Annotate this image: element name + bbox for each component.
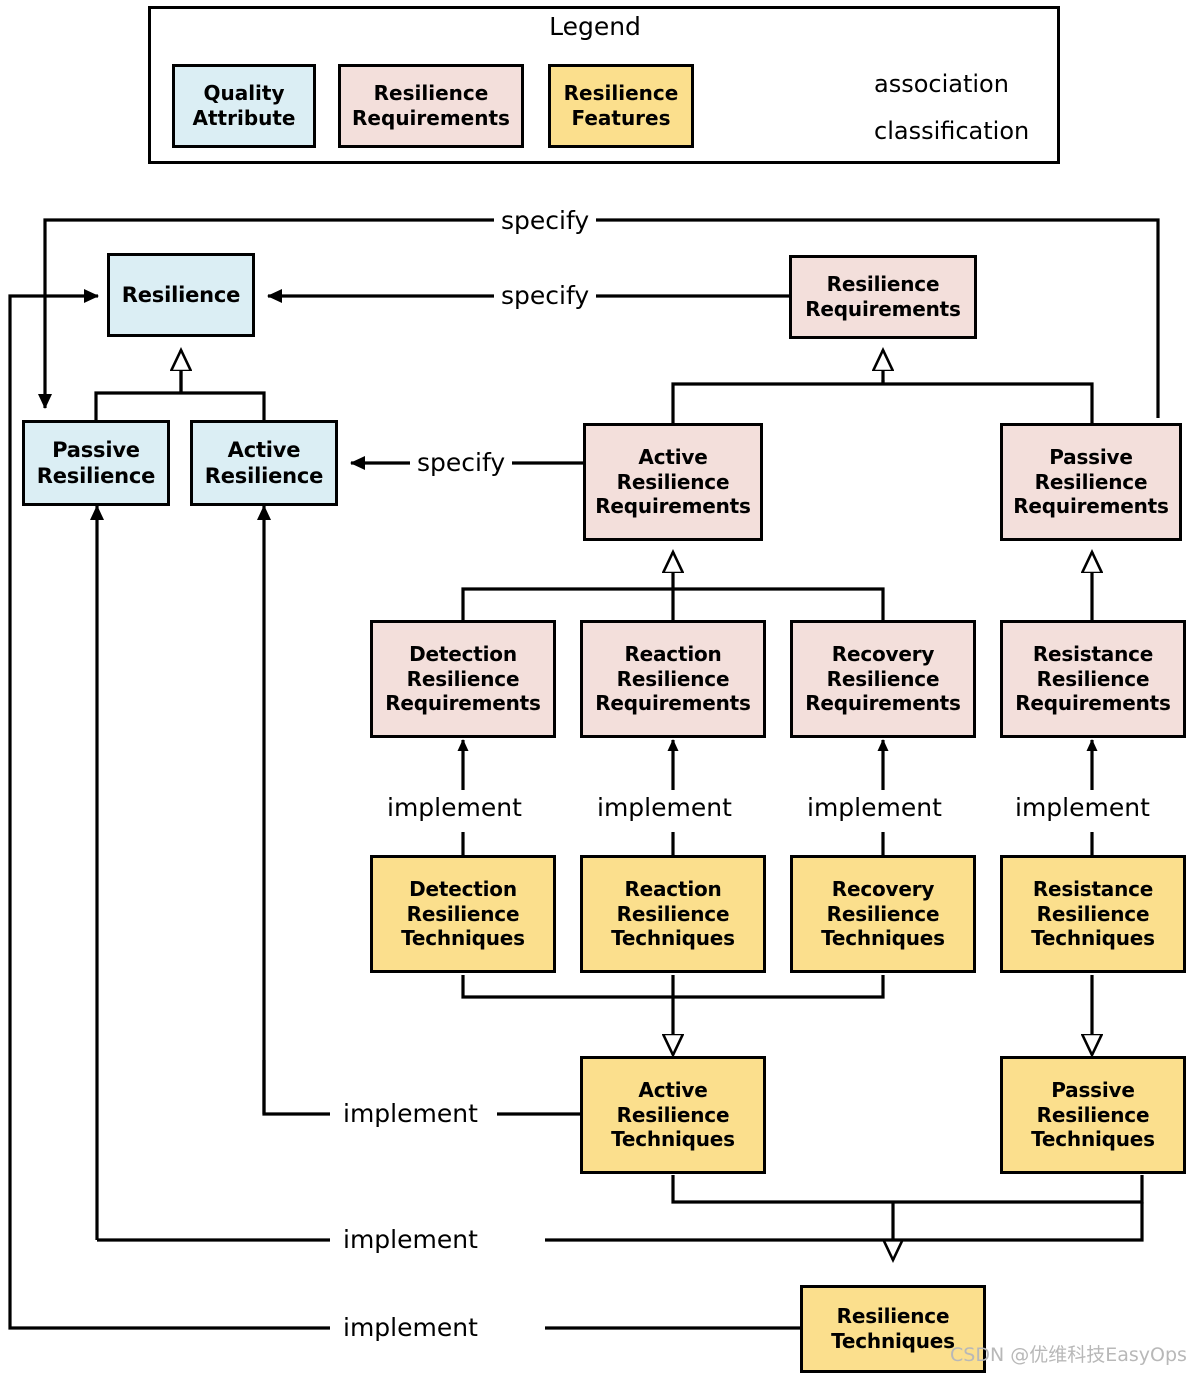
node-resistance-resilience-techniques-line-1: Resilience (1036, 901, 1150, 926)
node-active-resilience-techniques-line-0: Active (638, 1077, 708, 1102)
node-active-resilience-techniques[interactable]: Active Resilience Techniques (580, 1056, 766, 1174)
legend-item-quality-attribute-line-0: Quality (203, 81, 285, 105)
classification-resilience-reqs (671, 350, 1094, 423)
legend-item-resilience-features: Resilience Features (548, 64, 694, 148)
node-resistance-resilience-techniques[interactable]: Resistance Resilience Techniques (1000, 855, 1186, 973)
node-resistance-resilience-techniques-line-0: Resistance (1032, 876, 1154, 901)
node-resilience-requirements-line-1: Requirements (805, 297, 961, 321)
node-resistance-resilience-requirements-line-1: Resilience (1036, 666, 1150, 691)
node-resilience[interactable]: Resilience (107, 253, 255, 337)
node-active-resilience-line-0: Active (227, 437, 301, 462)
node-active-resilience[interactable]: Active Resilience (190, 420, 338, 506)
node-passive-resilience-requirements[interactable]: Passive Resilience Requirements (1000, 423, 1182, 541)
edge-label-implement-active: implement (336, 1101, 485, 1126)
node-active-resilience-techniques-line-1: Resilience (616, 1102, 730, 1127)
node-passive-resilience-line-1: Resilience (36, 464, 156, 488)
node-recovery-resilience-techniques-line-1: Resilience (826, 901, 940, 926)
legend-item-quality-attribute-line-1: Attribute (192, 106, 296, 130)
node-reaction-resilience-techniques-line-0: Reaction (624, 876, 722, 901)
node-detection-resilience-requirements-line-2: Requirements (385, 691, 541, 716)
node-detection-resilience-techniques-line-2: Techniques (401, 926, 525, 951)
node-resistance-resilience-requirements-line-2: Requirements (1015, 691, 1171, 716)
node-reaction-resilience-requirements-line-1: Resilience (616, 666, 730, 691)
node-passive-resilience-requirements-line-2: Requirements (1013, 494, 1169, 519)
node-detection-resilience-requirements-line-0: Detection (409, 641, 517, 666)
node-reaction-resilience-techniques-line-2: Techniques (611, 926, 735, 951)
node-detection-resilience-techniques[interactable]: Detection Resilience Techniques (370, 855, 556, 973)
edge-label-implement-passive: implement (336, 1227, 485, 1252)
node-reaction-resilience-techniques-line-1: Resilience (616, 901, 730, 926)
edge-label-implement-resistance: implement (1008, 795, 1157, 820)
node-recovery-resilience-requirements[interactable]: Recovery Resilience Requirements (790, 620, 976, 738)
legend-item-resilience-features-line-1: Features (571, 106, 671, 130)
edge-label-implement-recovery: implement (800, 795, 949, 820)
node-passive-resilience-requirements-line-0: Passive (1049, 444, 1133, 469)
node-recovery-resilience-techniques-line-2: Techniques (821, 926, 945, 951)
node-resilience-requirements-line-0: Resilience (826, 272, 940, 297)
node-resilience-line-0: Resilience (121, 282, 241, 307)
edge-label-implement-resilience: implement (336, 1315, 485, 1340)
watermark: CSDN @优维科技EasyOps (950, 1344, 1187, 1366)
node-recovery-resilience-requirements-line-1: Resilience (826, 666, 940, 691)
classification-active-tech (461, 975, 885, 1055)
edge-label-implement-detection: implement (380, 795, 529, 820)
classification-resilience (94, 350, 266, 420)
edge-label-specify-mid: specify (494, 283, 597, 308)
legend-item-resilience-requirements: Resilience Requirements (338, 64, 524, 148)
node-active-resilience-requirements-line-0: Active (638, 444, 708, 469)
node-passive-resilience-techniques[interactable]: Passive Resilience Techniques (1000, 1056, 1186, 1174)
node-recovery-resilience-techniques[interactable]: Recovery Resilience Techniques (790, 855, 976, 973)
edge-label-implement-reaction: implement (590, 795, 739, 820)
node-detection-resilience-techniques-line-1: Resilience (406, 901, 520, 926)
node-detection-resilience-requirements-line-1: Resilience (406, 666, 520, 691)
legend-title: Legend (549, 12, 641, 41)
node-passive-resilience-line-0: Passive (52, 437, 140, 462)
node-active-resilience-requirements[interactable]: Active Resilience Requirements (583, 423, 763, 541)
legend-item-resilience-requirements-line-1: Requirements (352, 106, 510, 130)
edge-label-specify-active: specify (410, 450, 513, 475)
legend-label-classification: classification (874, 117, 1030, 145)
node-resistance-resilience-requirements[interactable]: Resistance Resilience Requirements (1000, 620, 1186, 738)
node-active-resilience-requirements-line-1: Resilience (616, 469, 730, 494)
node-reaction-resilience-requirements-line-0: Reaction (624, 641, 722, 666)
node-resilience-techniques-line-0: Resilience (836, 1304, 950, 1329)
node-passive-resilience-techniques-line-2: Techniques (1031, 1127, 1155, 1152)
classification-active-reqs (461, 552, 885, 620)
edge-label-specify-top: specify (494, 208, 597, 233)
legend-item-quality-attribute: Quality Attribute (172, 64, 316, 148)
node-resilience-techniques-line-1: Techniques (831, 1329, 955, 1353)
node-recovery-resilience-requirements-line-2: Requirements (805, 691, 961, 716)
node-resistance-resilience-techniques-line-2: Techniques (1031, 926, 1155, 951)
node-detection-resilience-requirements[interactable]: Detection Resilience Requirements (370, 620, 556, 738)
node-resilience-requirements[interactable]: Resilience Requirements (789, 255, 977, 339)
node-reaction-resilience-requirements-line-2: Requirements (595, 691, 751, 716)
node-reaction-resilience-techniques[interactable]: Reaction Resilience Techniques (580, 855, 766, 973)
node-passive-resilience[interactable]: Passive Resilience (22, 420, 170, 506)
node-recovery-resilience-requirements-line-0: Recovery (831, 641, 935, 666)
legend-label-association: association (874, 70, 1009, 98)
node-reaction-resilience-requirements[interactable]: Reaction Resilience Requirements (580, 620, 766, 738)
node-detection-resilience-techniques-line-0: Detection (409, 876, 517, 901)
legend-item-resilience-requirements-line-0: Resilience (373, 81, 489, 105)
classification-resilience-tech (671, 1175, 1144, 1260)
node-passive-resilience-techniques-line-1: Resilience (1036, 1102, 1150, 1127)
node-resilience-techniques[interactable]: Resilience Techniques (800, 1285, 986, 1373)
node-active-resilience-line-1: Resilience (204, 464, 324, 488)
legend-item-resilience-features-line-0: Resilience (563, 81, 679, 105)
node-passive-resilience-techniques-line-0: Passive (1051, 1077, 1135, 1102)
node-active-resilience-requirements-line-2: Requirements (595, 494, 751, 519)
node-resistance-resilience-requirements-line-0: Resistance (1032, 641, 1154, 666)
node-passive-resilience-requirements-line-1: Resilience (1034, 469, 1148, 494)
node-recovery-resilience-techniques-line-0: Recovery (831, 876, 935, 901)
node-active-resilience-techniques-line-2: Techniques (611, 1127, 735, 1152)
